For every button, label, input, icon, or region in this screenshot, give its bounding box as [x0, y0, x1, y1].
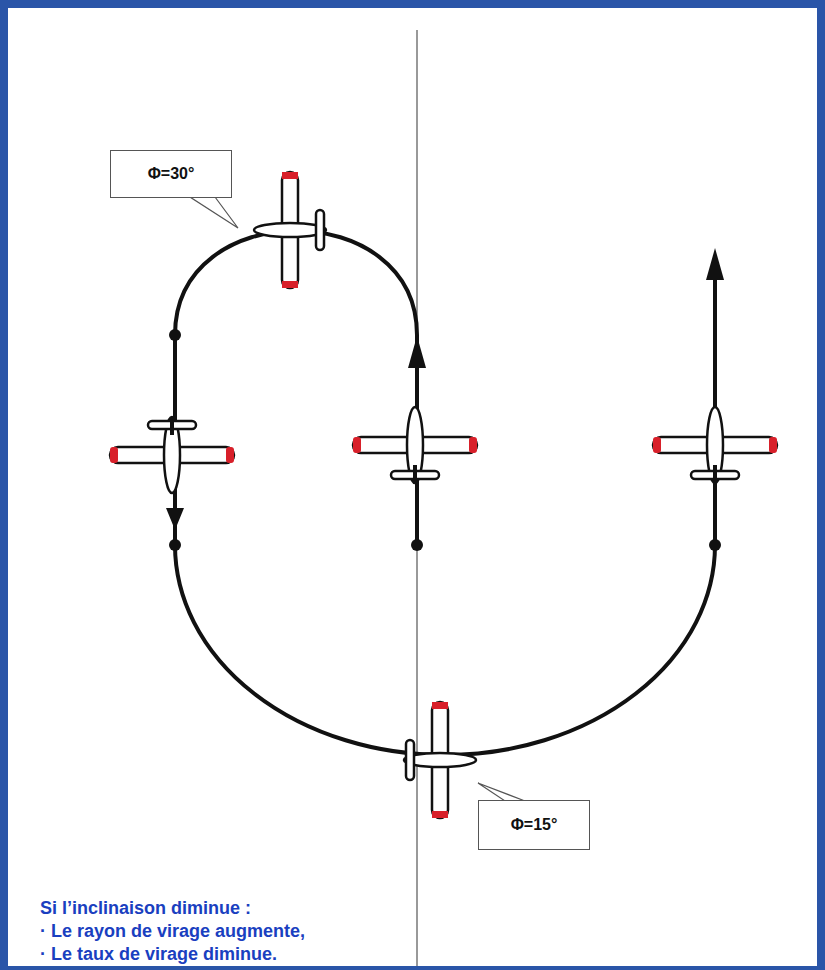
explanation-note: Si l’inclinaison diminue :	[38, 897, 253, 919]
bank-angle-label: Φ=15°	[511, 816, 558, 834]
direction-arrows	[166, 248, 724, 530]
callout-box: Φ=30°	[110, 150, 232, 198]
banked-airplane	[254, 172, 326, 288]
banked-airplane	[404, 702, 476, 818]
explanation-note: · Le taux de virage diminue.	[38, 943, 279, 965]
airplane	[653, 407, 777, 483]
bank-angle-label: Φ=30°	[148, 165, 195, 183]
airplane	[110, 417, 234, 493]
explanation-note: · Le rayon de virage augmente,	[38, 920, 307, 942]
path-dots	[169, 329, 721, 551]
callout-pointers	[190, 197, 525, 801]
callout-box: Φ=15°	[478, 800, 590, 850]
airplane	[353, 407, 477, 483]
flight-path	[175, 231, 715, 755]
